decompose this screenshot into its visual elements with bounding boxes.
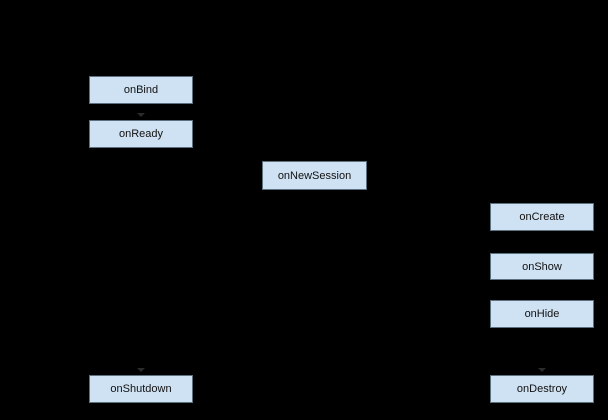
node-onhide: onHide [490, 300, 594, 328]
arrowhead-remnant-icon [137, 368, 145, 372]
node-onnewsession: onNewSession [262, 161, 367, 190]
node-oncreate: onCreate [490, 203, 594, 231]
node-ondestroy: onDestroy [490, 375, 594, 403]
node-onshutdown: onShutdown [89, 375, 193, 403]
arrowhead-remnant-icon [538, 368, 546, 372]
node-onready: onReady [89, 120, 193, 148]
arrowhead-remnant-icon [137, 113, 145, 117]
node-onbind: onBind [89, 76, 193, 104]
node-onshow: onShow [490, 253, 594, 280]
